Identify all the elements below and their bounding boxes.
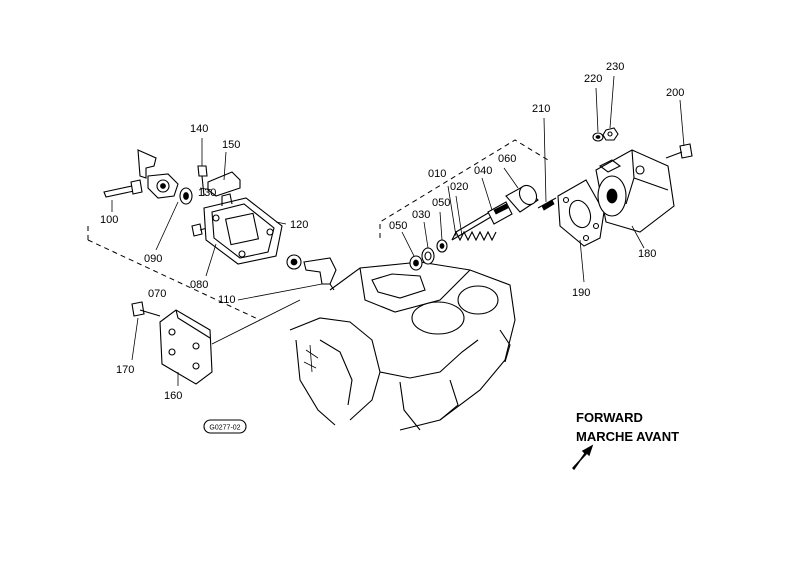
cover-080 [203,193,283,265]
bolt-170 [131,301,161,317]
bolt-100 [103,179,143,198]
governor-lever [137,149,179,199]
part-label-080: 080 [190,279,208,291]
part-label-020: 020 [450,181,468,193]
part-label-180: 180 [638,248,656,260]
part-label-140: 140 [190,123,208,135]
bolt-200 [665,143,693,159]
part-label-040: 040 [474,165,492,177]
bolt-140 [197,165,208,197]
part-label-050a: 050 [389,220,407,232]
part-label-090: 090 [144,253,162,265]
sleeve-060 [505,184,539,213]
assembly-group-lines [87,139,549,321]
part-labels: 010 020 030 040 050 050 060 070 080 090 … [100,61,684,402]
washer-220 [592,132,604,142]
forward-arrow-icon [572,444,594,471]
bushing-090 [179,187,193,205]
leader-lines [111,75,685,386]
part-label-070: 070 [148,288,166,300]
nut-230 [602,127,619,141]
bracket-150 [207,171,241,197]
part-label-130: 130 [198,187,216,199]
washer-030 [421,247,435,265]
direction-indicator: FORWARD MARCHE AVANT [572,410,679,471]
part-label-060: 060 [498,153,516,165]
part-label-010: 010 [428,168,446,180]
part-label-230: 230 [606,61,624,73]
pump-180 [595,149,675,233]
washer-050-left [409,255,423,271]
part-label-100: 100 [100,214,118,226]
part-label-210: 210 [532,103,550,115]
stud-210 [537,197,557,211]
gasket-190 [557,179,605,247]
part-label-030: 030 [412,209,430,221]
reference-code-badge: G0277-02 [203,419,247,434]
reference-code: G0277-02 [209,425,240,432]
part-label-170: 170 [116,364,134,376]
washer-050-right [436,239,448,253]
direction-marche-avant-label: MARCHE AVANT [576,429,679,444]
plunger-040 [487,201,513,225]
part-label-150: 150 [222,139,240,151]
engine-block [289,261,516,431]
part-label-200: 200 [666,87,684,99]
part-label-120: 120 [290,219,308,231]
part-label-160: 160 [164,390,182,402]
part-label-220: 220 [584,73,602,85]
cover-plate-160 [159,309,213,385]
shaft-110 [286,254,337,291]
direction-forward-label: FORWARD [576,410,643,425]
part-label-110: 110 [218,294,236,306]
part-label-050b: 050 [432,197,450,209]
part-label-190: 190 [572,287,590,299]
